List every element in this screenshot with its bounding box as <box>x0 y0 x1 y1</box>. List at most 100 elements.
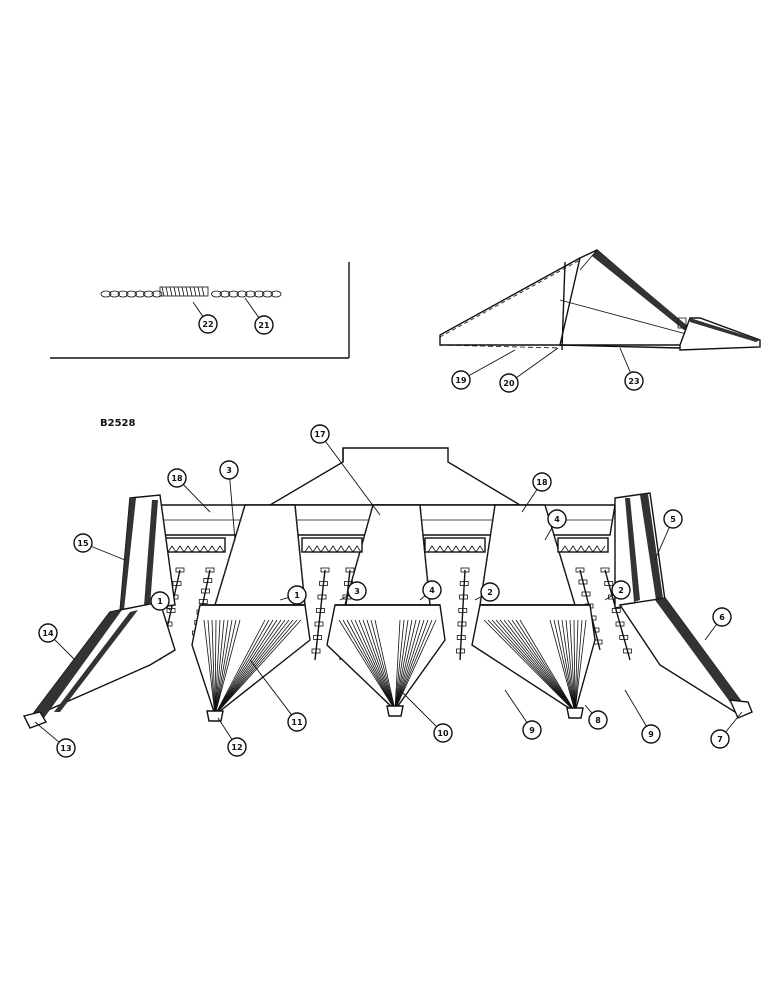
callout-number: 19 <box>455 376 467 385</box>
callout-number: 2 <box>618 586 624 595</box>
leader-line <box>166 606 171 611</box>
callout-circle <box>663 509 683 529</box>
leader-line <box>468 349 516 377</box>
leader-line <box>54 639 76 661</box>
rivet <box>551 529 554 531</box>
callout-1: 1 <box>150 591 171 611</box>
divider-side-view <box>439 249 761 351</box>
callout-18: 18 <box>167 468 211 513</box>
callout-number: 18 <box>536 478 548 487</box>
leader-line <box>182 484 211 513</box>
chain-link <box>253 290 265 298</box>
callout-circle <box>641 724 661 744</box>
leader-line <box>34 721 60 743</box>
gathering-lug <box>317 594 327 600</box>
rivet <box>572 599 575 601</box>
rivet <box>365 529 367 531</box>
rivet <box>490 529 493 531</box>
corn-head-assembly <box>22 447 753 729</box>
callout-8: 8 <box>584 704 608 730</box>
rivet <box>482 579 485 581</box>
callout-11: 11 <box>249 659 307 732</box>
rivet <box>425 569 428 571</box>
callout-4: 4 <box>544 509 567 541</box>
callout-circle <box>198 314 218 334</box>
callout-circle <box>451 370 471 390</box>
callout-circle <box>422 580 442 600</box>
callout-number: 3 <box>354 587 360 596</box>
callout-10: 10 <box>399 689 453 743</box>
leader-line <box>474 595 483 601</box>
callout-number: 1 <box>157 597 163 606</box>
leader-line <box>324 440 381 516</box>
rivet <box>218 589 221 591</box>
gathering-lug <box>456 648 465 654</box>
gathering-lug <box>460 567 470 573</box>
rivet <box>362 539 365 541</box>
callout-5: 5 <box>654 509 683 561</box>
leader-line <box>229 478 236 541</box>
callout-21: 21 <box>244 297 274 335</box>
chain-link <box>236 290 248 298</box>
rivet <box>367 519 370 521</box>
leader-line <box>419 595 426 601</box>
leader-line <box>604 594 614 601</box>
callout-15: 15 <box>73 533 126 561</box>
callout-circle <box>611 580 631 600</box>
rivet <box>566 579 569 581</box>
right-outer-divider <box>614 492 753 719</box>
rivet <box>242 509 245 511</box>
callout-9: 9 <box>624 689 661 744</box>
callout-circle <box>710 729 730 749</box>
rivet <box>300 569 303 571</box>
chain-link <box>100 290 112 298</box>
rivet <box>485 559 488 561</box>
callout-number: 6 <box>719 613 725 622</box>
gathering-lug <box>205 567 215 573</box>
callout-number: 5 <box>670 515 676 524</box>
gathering-lug <box>314 621 324 627</box>
rivet <box>236 529 239 531</box>
rivet <box>493 509 496 511</box>
callout-circle <box>532 472 552 492</box>
callout-circle <box>480 582 500 602</box>
callout-circle <box>287 712 307 732</box>
callout-7: 7 <box>710 711 743 749</box>
chain-link <box>126 290 137 298</box>
gathering-lug <box>313 635 322 640</box>
callout-number: 4 <box>554 515 560 524</box>
gathering-lug <box>459 594 468 600</box>
callout-circle <box>547 509 567 529</box>
callout-circle <box>150 591 170 611</box>
callout-23: 23 <box>619 347 644 391</box>
left-outer-divider <box>22 494 176 729</box>
gathering-lug <box>575 567 585 573</box>
rivet <box>299 559 302 561</box>
callout-number: 20 <box>503 379 515 388</box>
callout-number: 2 <box>487 588 493 597</box>
callout-circle <box>522 720 542 740</box>
callout-circle <box>433 723 453 743</box>
leader-line <box>192 301 204 317</box>
rivet <box>356 559 359 561</box>
cone-divider <box>191 604 311 722</box>
gathering-lug <box>172 581 182 586</box>
rivet <box>488 539 491 541</box>
rivet <box>545 509 548 511</box>
callout-circle <box>624 371 644 391</box>
gathering-lug <box>458 608 468 613</box>
inner-cone-dividers <box>191 604 596 722</box>
rivet <box>419 509 422 511</box>
callout-number: 13 <box>60 744 71 753</box>
row-unit-gatherers <box>214 504 576 606</box>
rivet <box>487 549 490 551</box>
rivet <box>569 589 572 591</box>
rivet <box>224 569 227 571</box>
callout-9: 9 <box>504 689 542 740</box>
rivet <box>420 519 423 521</box>
leader-line <box>544 526 553 541</box>
callout-circle <box>499 373 519 393</box>
leader-line <box>516 347 559 379</box>
gathering-lug <box>457 621 467 627</box>
